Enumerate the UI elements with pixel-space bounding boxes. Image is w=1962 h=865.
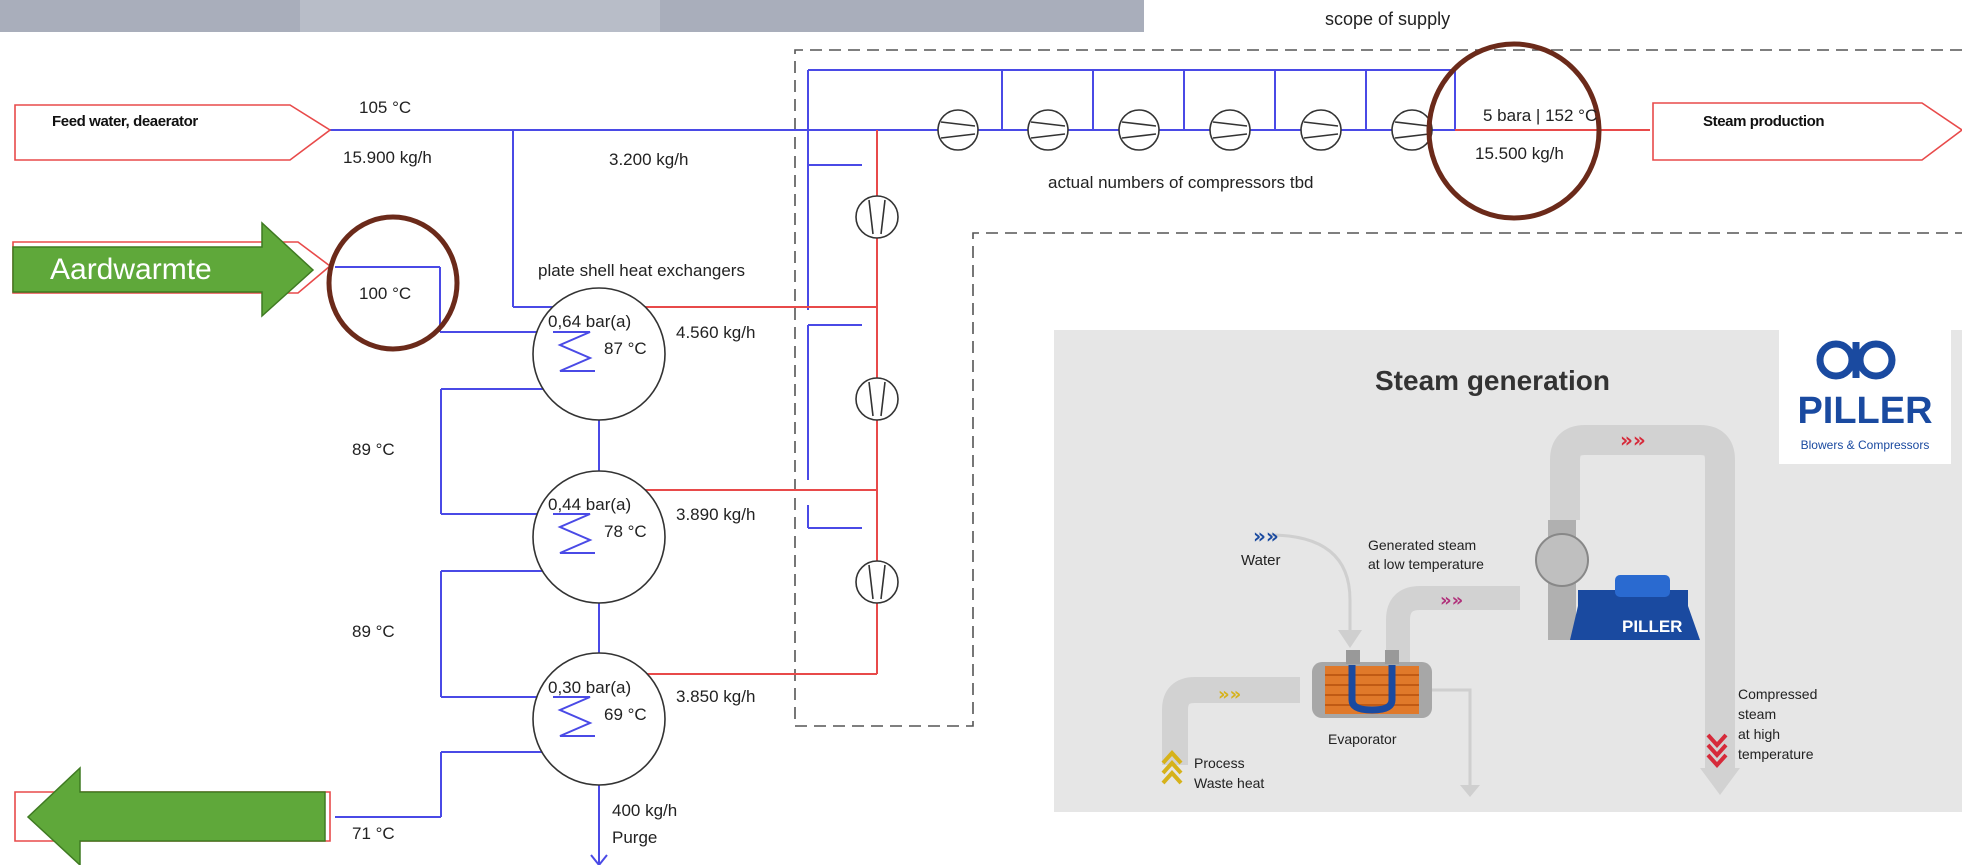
feed-water-label: Feed water, deaerator: [52, 113, 198, 130]
hx2-pressure: 0,44 bar(a): [548, 495, 631, 514]
machine-label: PILLER: [1622, 617, 1682, 636]
steam-flow: 15.500 kg/h: [1475, 144, 1564, 163]
compressor-icon: [1118, 109, 1160, 151]
hx3-temp: 69 °C: [604, 705, 647, 724]
evaporator-icon: [1312, 650, 1432, 718]
generated-steam-line1: Generated steam: [1368, 537, 1476, 553]
purge-label: Purge: [612, 828, 657, 847]
feed-flow: 15.900 kg/h: [343, 148, 432, 167]
compressed-line2: steam: [1738, 706, 1776, 722]
hx1-temp: 87 °C: [604, 339, 647, 358]
return-green-arrow: [26, 766, 326, 865]
hx1-pressure: 0,64 bar(a): [548, 312, 631, 331]
inter-temp-1: 89 °C: [352, 440, 395, 459]
outlet-temp: 71 °C: [352, 824, 395, 843]
compressor-row: [937, 109, 1433, 151]
scope-label: scope of supply: [1325, 9, 1450, 29]
compressor-icon: [855, 195, 899, 239]
water-lines: [330, 69, 1456, 865]
hx3-pressure: 0,30 bar(a): [548, 678, 631, 697]
compressor-icon: [937, 109, 979, 151]
heat-chevron-icon: »»: [1218, 684, 1241, 705]
compressor-icon: [1391, 109, 1433, 151]
scope-boundary: [794, 49, 1962, 727]
waste-heat-chevron-icon: [1161, 750, 1183, 785]
brand-subtitle: Blowers & Compressors: [1801, 438, 1930, 452]
high-steam-chevron-icon: »»: [1620, 428, 1646, 452]
feed-temp: 105 °C: [359, 98, 411, 117]
compressor-icon: [1209, 109, 1251, 151]
heat-exchanger-1: [532, 287, 666, 421]
compressor-column: [855, 195, 899, 604]
compressor-icon: [855, 560, 899, 604]
compressed-steam-chevron-icon: [1706, 733, 1728, 768]
branch-flow: 3.200 kg/h: [609, 150, 688, 169]
piller-compressor-icon: PILLER: [1535, 520, 1700, 640]
hx3-flow: 3.850 kg/h: [676, 687, 755, 706]
water-arrow: [1338, 630, 1362, 648]
aardwarmte-label: Aardwarmte: [50, 253, 212, 286]
evaporator-label: Evaporator: [1328, 731, 1397, 747]
top-banner-shade: [300, 0, 660, 32]
aardwarmte-arrow: [12, 221, 315, 318]
hx-title: plate shell heat exchangers: [538, 261, 745, 280]
steam-generation-inset: Steam generation PILLER Blowers & Compre…: [1054, 330, 1962, 812]
generated-steam-line2: at low temperature: [1368, 556, 1484, 572]
inter-temp-2: 89 °C: [352, 622, 395, 641]
compressed-line3: at high: [1738, 726, 1780, 742]
compressor-icon: [855, 377, 899, 421]
heat-exchanger-2: [532, 470, 666, 604]
inset-down-arrow: [1700, 768, 1740, 795]
hx1-flow: 4.560 kg/h: [676, 323, 755, 342]
brand-name: PILLER: [1797, 390, 1932, 432]
hx2-flow: 3.890 kg/h: [676, 505, 755, 524]
steam-production-arrow: [1652, 102, 1962, 161]
piller-logo-icon: [1816, 340, 1896, 380]
compressor-note: actual numbers of compressors tbd: [1048, 173, 1314, 192]
feed-water-arrow: [14, 104, 332, 161]
highlight-circle-inlet: [326, 214, 460, 352]
compressed-line4: temperature: [1738, 746, 1814, 762]
low-steam-chevron-icon: »»: [1440, 590, 1463, 611]
inset-pipes: [1162, 425, 1735, 790]
drain-arrow: [1460, 785, 1480, 797]
inset-title: Steam generation: [1375, 365, 1610, 396]
heat-exchanger-3: [532, 652, 666, 786]
aardwarmte-temp: 100 °C: [359, 284, 411, 303]
steam-pressure-temp: 5 bara | 152 °C: [1483, 106, 1597, 125]
compressed-line1: Compressed: [1738, 686, 1817, 702]
steam-production-label: Steam production: [1703, 113, 1824, 130]
compressor-icon: [1027, 109, 1069, 151]
highlight-circle-steam: [1426, 41, 1602, 221]
compressor-icon: [1300, 109, 1342, 151]
water-chevron-icon: »»: [1253, 524, 1279, 548]
process-label: Process: [1194, 755, 1245, 771]
hx2-temp: 78 °C: [604, 522, 647, 541]
waste-heat-label: Waste heat: [1194, 775, 1264, 791]
purge-flow: 400 kg/h: [612, 801, 677, 820]
water-label: Water: [1241, 552, 1280, 569]
